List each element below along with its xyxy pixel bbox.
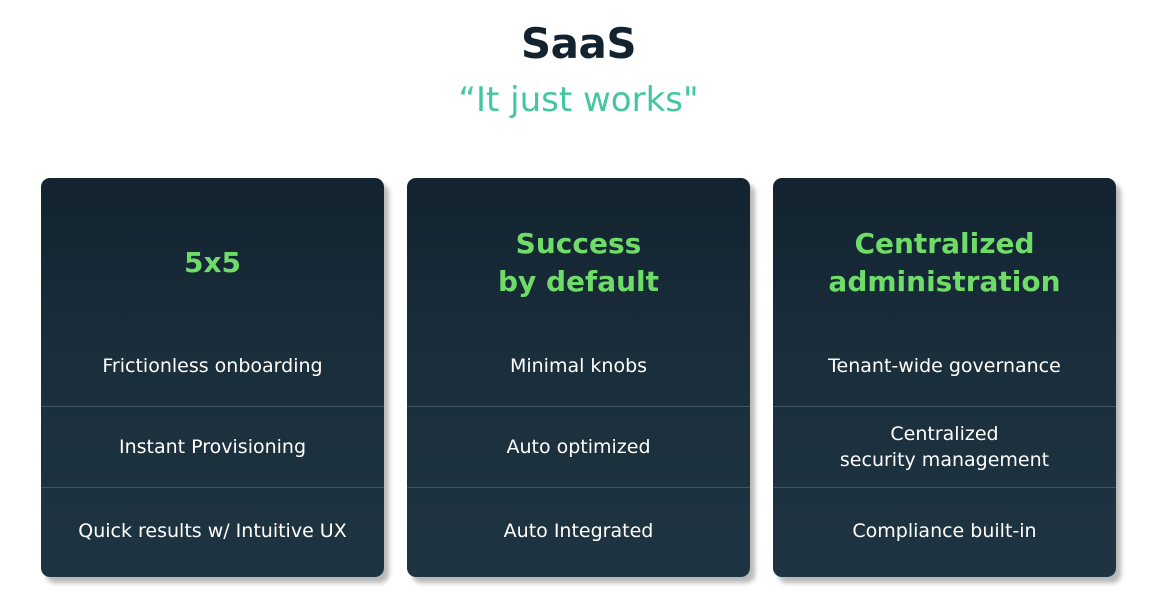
card-heading: Success by default bbox=[407, 178, 750, 348]
card-heading-line: administration bbox=[828, 265, 1061, 298]
card-item-line: Minimal knobs bbox=[509, 355, 648, 377]
card-success-by-default: Success by default Minimal knobs Auto op… bbox=[407, 178, 750, 577]
card-heading: Centralized administration bbox=[773, 178, 1116, 348]
card-heading: 5x5 bbox=[41, 178, 384, 348]
card-heading-line: Success bbox=[515, 227, 642, 260]
card-item-line: Auto optimized bbox=[506, 436, 651, 458]
card-centralized-administration: Centralized administration Tenant-wide g… bbox=[773, 178, 1116, 577]
card-item: Centralized security management bbox=[773, 406, 1116, 487]
card-heading-line: 5x5 bbox=[183, 246, 242, 279]
card-item-line: Tenant-wide governance bbox=[828, 355, 1061, 377]
card-item-line: security management bbox=[839, 449, 1050, 471]
card-item-line: Instant Provisioning bbox=[118, 436, 307, 458]
card-item: Auto Integrated bbox=[407, 487, 750, 574]
card-item-line: Compliance built-in bbox=[852, 520, 1037, 542]
card-item: Frictionless onboarding bbox=[41, 328, 384, 404]
card-item-line: Quick results w/ Intuitive UX bbox=[78, 520, 347, 542]
card-item-line: Auto Integrated bbox=[503, 520, 654, 542]
card-item: Auto optimized bbox=[407, 406, 750, 487]
card-item: Tenant-wide governance bbox=[773, 328, 1116, 404]
card-item: Compliance built-in bbox=[773, 487, 1116, 574]
card-5x5: 5x5 Frictionless onboarding Instant Prov… bbox=[41, 178, 384, 577]
card-heading-line: by default bbox=[497, 265, 660, 298]
slide-subtitle: “It just works" bbox=[458, 80, 699, 120]
card-item: Minimal knobs bbox=[407, 328, 750, 404]
slide-title: SaaS bbox=[520, 19, 637, 68]
card-item: Instant Provisioning bbox=[41, 406, 384, 487]
card-heading-line: Centralized bbox=[854, 227, 1035, 260]
card-item: Quick results w/ Intuitive UX bbox=[41, 487, 384, 574]
card-item-line: Frictionless onboarding bbox=[102, 355, 323, 377]
card-item-line: Centralized bbox=[890, 423, 999, 445]
